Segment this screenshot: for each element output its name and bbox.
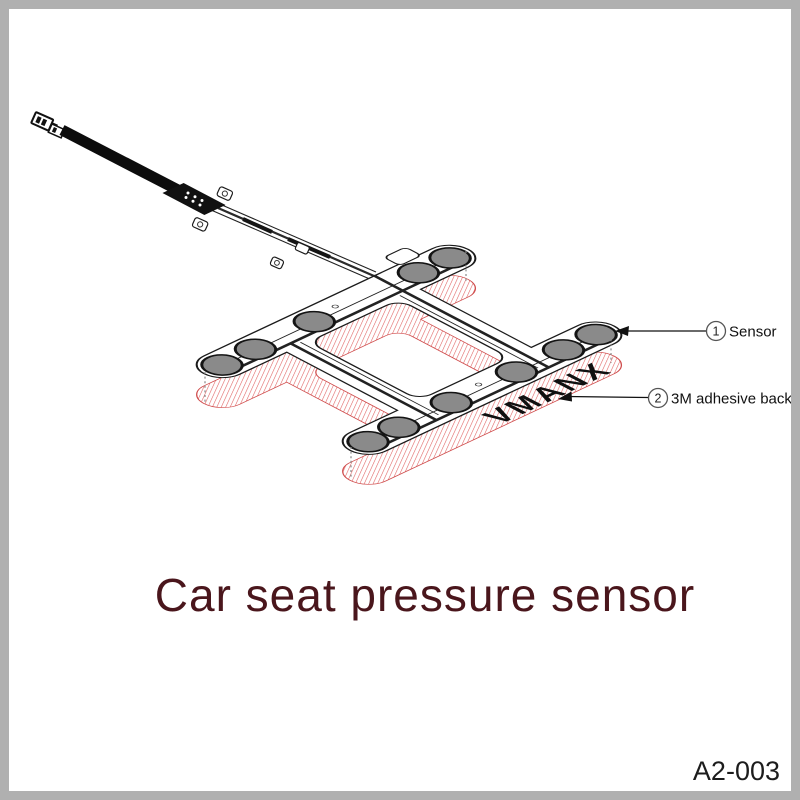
arrow-icon <box>615 326 629 336</box>
ribbon-edge <box>210 209 373 281</box>
vent-hole <box>331 304 339 309</box>
sensor-pads <box>200 247 618 453</box>
ribbon-tab <box>216 186 234 201</box>
callout-number: 1 <box>713 325 720 339</box>
callout-number-circle <box>647 387 669 409</box>
edge-tab <box>385 247 420 265</box>
callout-label-sensor: Sensor <box>729 324 777 341</box>
arrow-icon <box>558 391 572 402</box>
sensor-pad <box>574 323 618 346</box>
ribbon-tab <box>269 256 285 270</box>
part-number: A2-003 <box>693 756 780 786</box>
cable <box>59 125 181 195</box>
ribbon-edge <box>214 201 377 273</box>
callout-label-adhesive: 3M adhesive back <box>671 391 792 408</box>
sensor-pad <box>377 416 421 439</box>
callout-sensor: 1 Sensor <box>615 320 777 342</box>
sensor-pad <box>541 339 586 361</box>
sensor-mat-top <box>195 244 623 455</box>
sensor-pad <box>396 261 441 284</box>
page-title: Car seat pressure sensor <box>155 569 695 621</box>
layer-edge-dotted-lines <box>204 251 612 478</box>
pcb-junction <box>162 183 226 215</box>
cable-assembly <box>30 111 377 281</box>
sensor-pad <box>494 361 539 383</box>
sensor-pad <box>346 430 390 453</box>
sensor-pad <box>428 247 472 269</box>
sensor-pad <box>292 310 337 333</box>
sensor-pad <box>233 338 278 361</box>
ribbon-tab <box>191 217 209 232</box>
callout-line <box>566 395 649 399</box>
callout-number-circle <box>705 320 727 342</box>
callout-adhesive: 2 3M adhesive back <box>558 387 792 409</box>
vent-hole <box>474 382 483 387</box>
ribbon-notch <box>294 242 310 255</box>
callout-number: 2 <box>655 392 662 406</box>
sensor-pad <box>200 354 244 376</box>
sensor-pad <box>429 391 474 414</box>
ribbon-print-label <box>242 217 273 234</box>
